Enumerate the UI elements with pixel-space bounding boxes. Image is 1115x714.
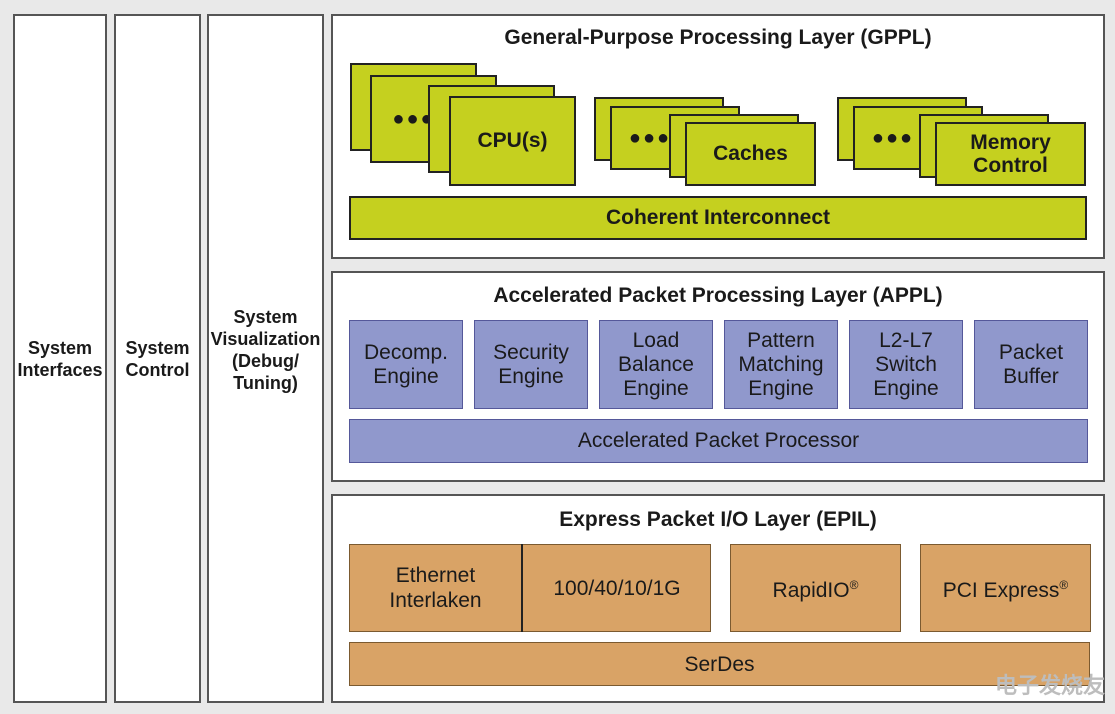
system-visualization-label: System Visualization (Debug/ Tuning) [210,307,321,393]
load-balance-engine-box: Load Balance Engine [599,320,713,409]
appl-title: Accelerated Packet Processing Layer (APP… [493,284,943,307]
appl-layer: Accelerated Packet Processing Layer (APP… [331,271,1105,482]
pci-express-box: PCI Express® [920,544,1091,632]
accelerated-packet-processor-label: Accelerated Packet Processor [577,429,860,452]
ethernet-divider [521,544,523,632]
pattern-matching-engine-label: Pattern Matching Engine [738,328,824,400]
memory-control-box: Memory Control [935,122,1086,186]
pci-express-label: PCI Express® [942,578,1069,602]
system-control-column: System Control [114,14,201,703]
switch-engine-label: L2-L7 Switch Engine [873,328,939,400]
serdes-label: SerDes [684,652,755,676]
rapidio-registered-mark: ® [849,578,859,592]
rapidio-box: RapidIO® [730,544,901,632]
ethernet-speeds-label: 100/40/10/1G [553,576,681,600]
cpu-box: CPU(s) [449,96,576,186]
packet-buffer-label: Packet Buffer [998,340,1064,388]
gppl-title: General-Purpose Processing Layer (GPPL) [504,26,932,49]
cpu-ellipsis: ●●● [392,107,435,130]
load-balance-engine-label: Load Balance Engine [618,328,694,400]
epil-layer: Express Packet I/O Layer (EPIL) Ethernet… [331,494,1105,703]
ethernet-interlaken-cell: Ethernet Interlaken [349,544,522,632]
gppl-layer: General-Purpose Processing Layer (GPPL) … [331,14,1105,259]
epil-title: Express Packet I/O Layer (EPIL) [559,508,877,531]
ethernet-interlaken-label: Ethernet Interlaken [389,564,482,612]
decomp-engine-box: Decomp. Engine [349,320,463,409]
packet-buffer-box: Packet Buffer [974,320,1088,409]
serdes-bar: SerDes [349,642,1090,686]
watermark: 电子发烧友 [994,673,1105,698]
ethernet-box [349,544,711,632]
coherent-interconnect-label: Coherent Interconnect [605,206,831,229]
caches-ellipsis: ●●● [628,126,672,149]
caches-label: Caches [713,142,788,165]
system-control-label: System Control [125,337,190,380]
system-visualization-column: System Visualization (Debug/ Tuning) [207,14,324,703]
pci-express-registered-mark: ® [1059,578,1069,592]
system-interfaces-column: System Interfaces [13,14,107,703]
security-engine-box: Security Engine [474,320,588,409]
ethernet-speeds-cell: 100/40/10/1G [523,544,711,632]
coherent-interconnect-bar: Coherent Interconnect [349,196,1087,240]
memory-ellipsis: ●●● [871,126,915,149]
security-engine-label: Security Engine [493,340,569,388]
caches-box: Caches [685,122,816,186]
system-interfaces-label: System Interfaces [17,337,103,380]
memory-control-label: Memory Control [970,131,1051,177]
rapidio-label: RapidIO® [772,578,859,602]
decomp-engine-label: Decomp. Engine [363,340,449,388]
switch-engine-box: L2-L7 Switch Engine [849,320,963,409]
accelerated-packet-processor-bar: Accelerated Packet Processor [349,419,1088,463]
pattern-matching-engine-box: Pattern Matching Engine [724,320,838,409]
cpu-label: CPU(s) [477,129,548,152]
